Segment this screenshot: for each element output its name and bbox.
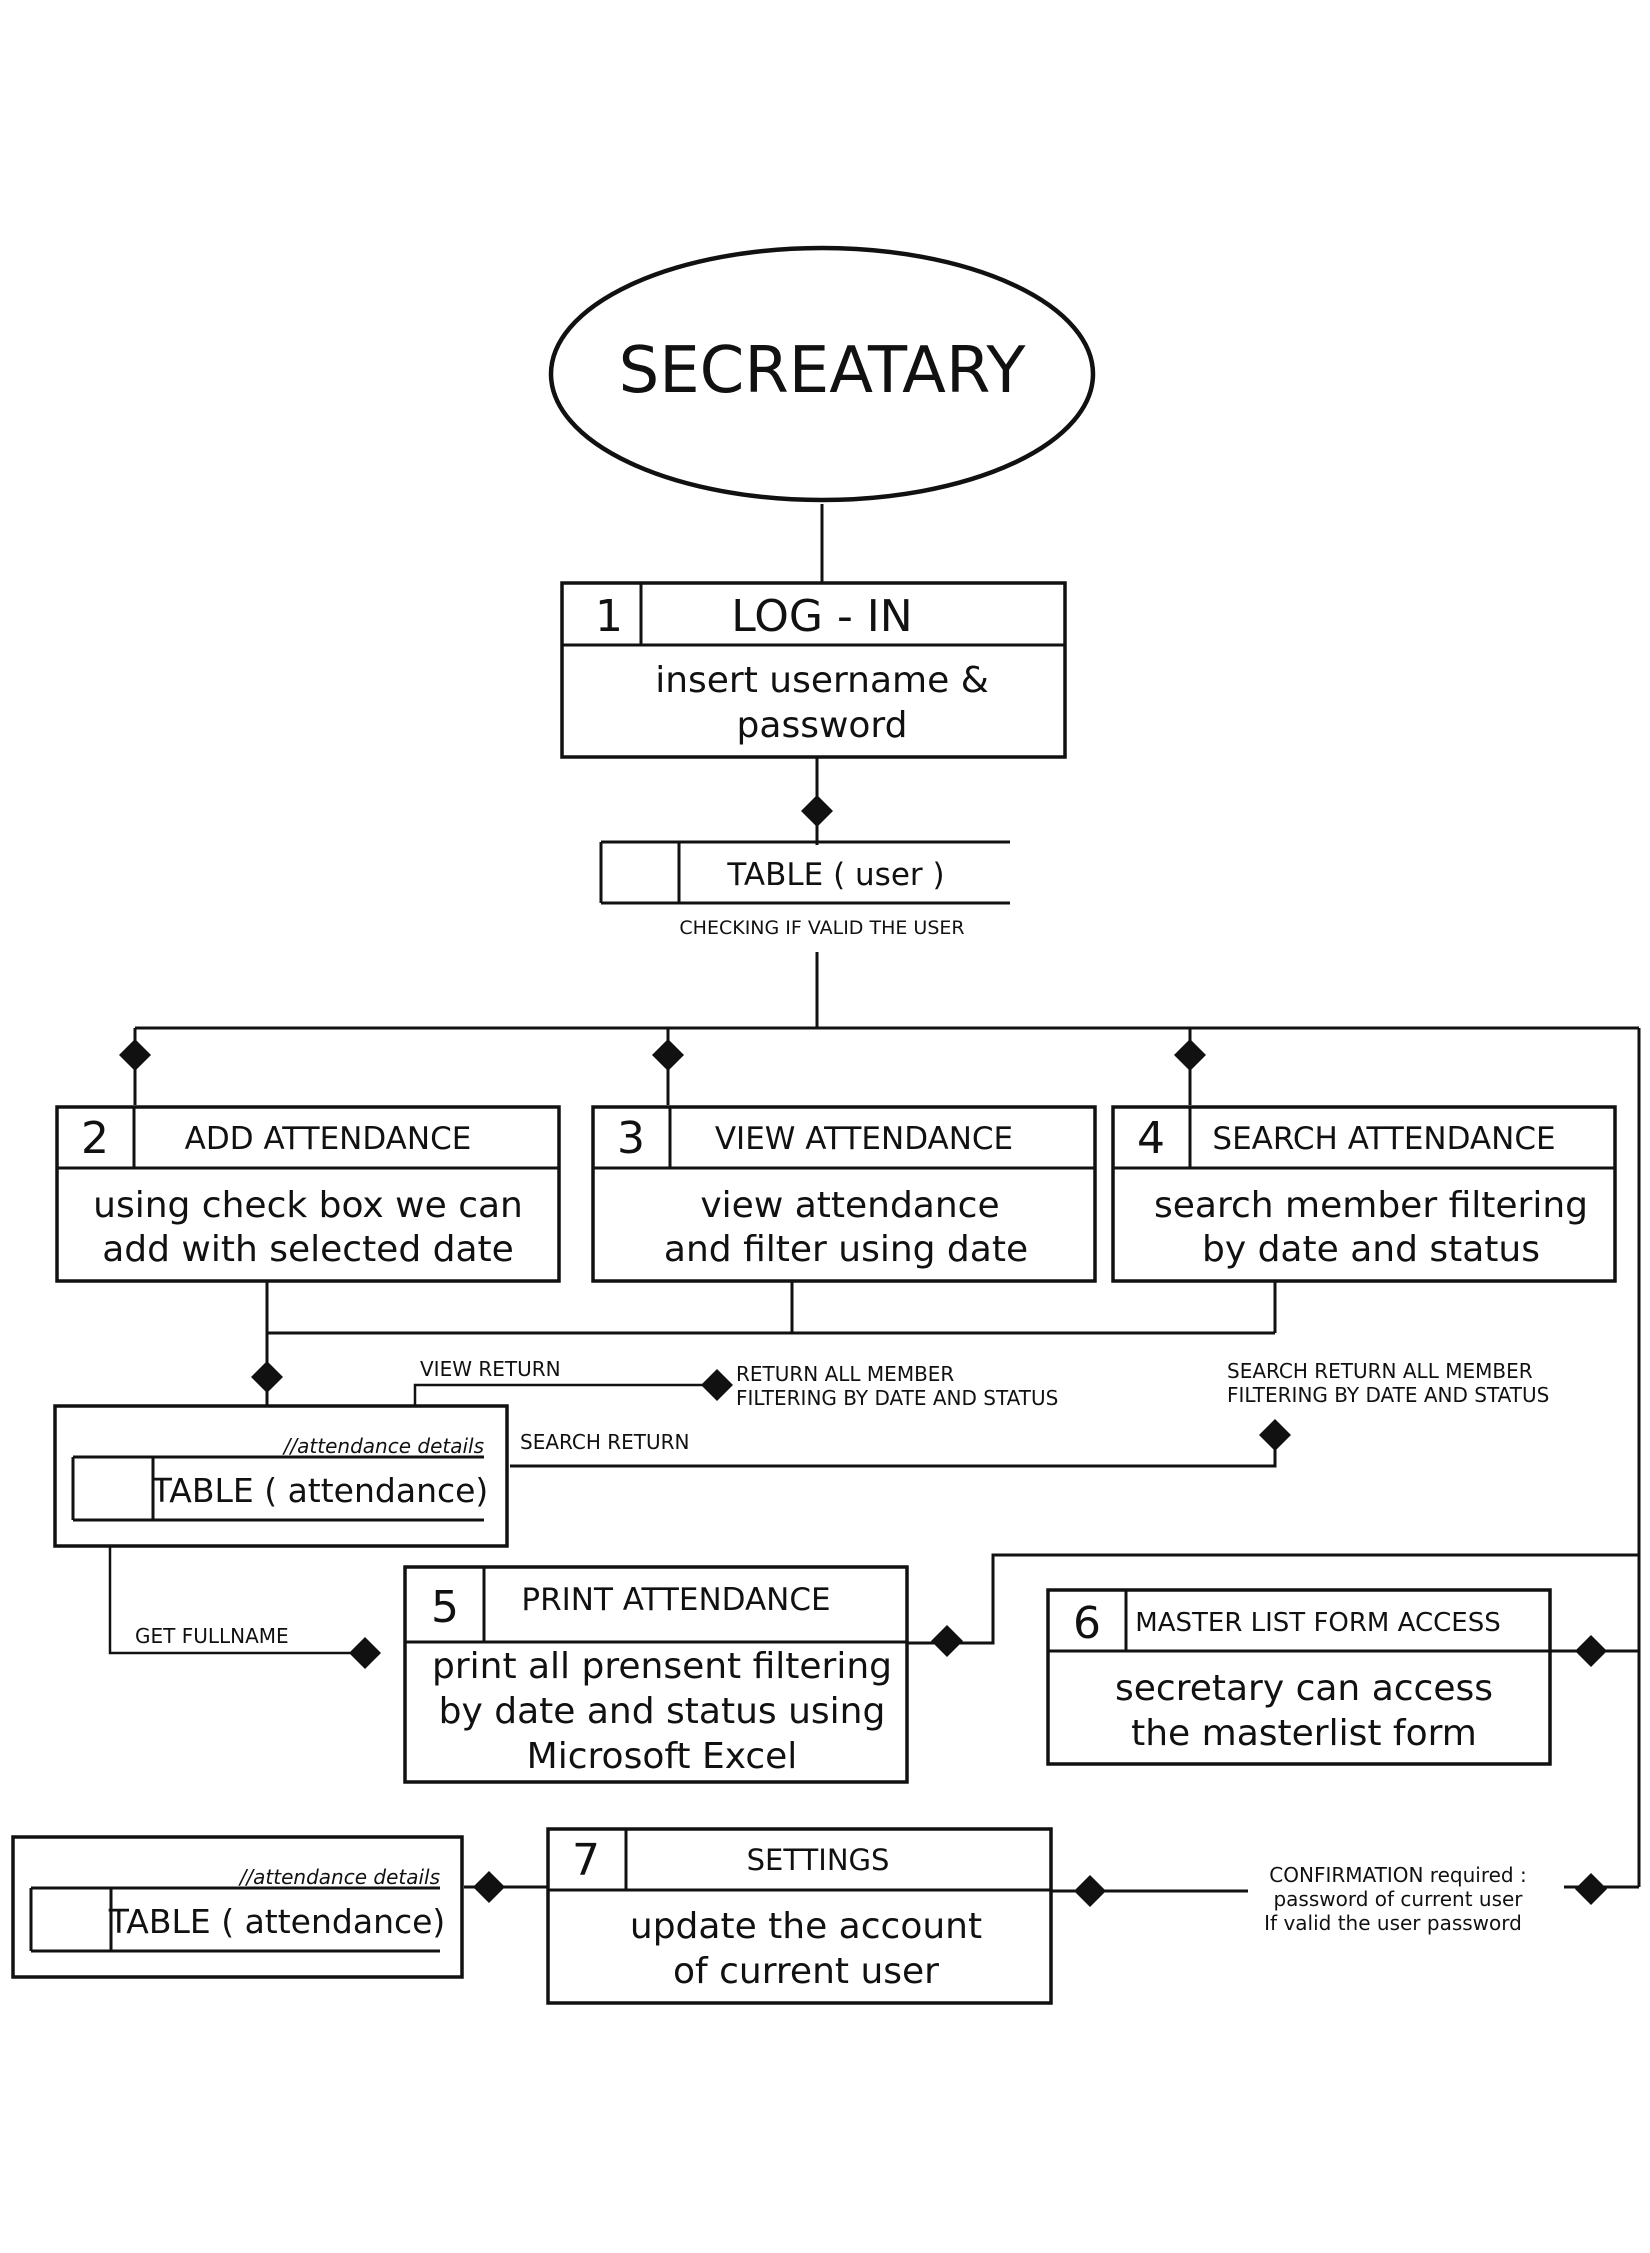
process-number: 1 (595, 591, 623, 642)
search-return-all-label: SEARCH RETURN ALL MEMBER (1227, 1359, 1533, 1383)
process-description: print all prensent filtering (432, 1646, 892, 1687)
flow-labels: VIEW RETURN RETURN ALL MEMBER FILTERING … (135, 1357, 1549, 1935)
diamond-marker (473, 1871, 505, 1903)
datastore-attendance-2: //attendance details TABLE ( attendance) (11, 1835, 464, 1979)
get-fullname-label: GET FULLNAME (135, 1624, 289, 1648)
process-description: search member filtering (1154, 1185, 1588, 1226)
process-description: Microsoft Excel (527, 1736, 798, 1777)
process-number: 7 (572, 1835, 600, 1886)
process-description: by date and status (1202, 1229, 1540, 1270)
return-all-label: FILTERING BY DATE AND STATUS (736, 1386, 1058, 1410)
process-title: MASTER LIST FORM ACCESS (1135, 1608, 1500, 1638)
diamond-marker (349, 1637, 381, 1669)
confirmation-label: password of current user (1273, 1887, 1523, 1911)
process-title: LOG - IN (731, 591, 912, 642)
process-4-search-attendance: 4 SEARCH ATTENDANCE search member filter… (1111, 1105, 1617, 1283)
diamond-marker (652, 1039, 684, 1071)
process-title: ADD ATTENDANCE (185, 1121, 472, 1157)
datastore-label: TABLE ( user ) (726, 857, 944, 893)
diamond-marker (119, 1039, 151, 1071)
process-3-view-attendance: 3 VIEW ATTENDANCE view attendance and fi… (591, 1105, 1097, 1283)
search-return-label: SEARCH RETURN (520, 1430, 690, 1454)
diamond-marker (1074, 1875, 1106, 1907)
process-description: the masterlist form (1131, 1713, 1477, 1754)
diamond-marker (1259, 1419, 1291, 1451)
process-7-settings: 7 SETTINGS update the account of current… (546, 1827, 1053, 2005)
start-terminator: SECREATARY (548, 245, 1096, 503)
datastore-note: //attendance details (282, 1434, 484, 1458)
diamond-marker (1575, 1635, 1607, 1667)
diamond-marker (931, 1625, 963, 1657)
process-6-master-list: 6 MASTER LIST FORM ACCESS secretary can … (1046, 1588, 1552, 1766)
process-title: VIEW ATTENDANCE (715, 1121, 1013, 1157)
diamond-marker (801, 795, 833, 827)
diamond-marker (1575, 1873, 1607, 1905)
process-description: add with selected date (102, 1229, 514, 1270)
process-number: 4 (1137, 1113, 1165, 1164)
process-title: PRINT ATTENDANCE (521, 1582, 830, 1618)
diamond-marker (701, 1369, 733, 1401)
process-number: 5 (431, 1582, 459, 1633)
process-description: of current user (673, 1951, 939, 1992)
datastore-caption: CHECKING IF VALID THE USER (679, 917, 964, 939)
datastore-label: TABLE ( attendance) (108, 1902, 446, 1941)
process-description: insert username & (655, 660, 989, 701)
process-5-print-attendance: 5 PRINT ATTENDANCE print all prensent fi… (403, 1565, 909, 1784)
process-description: view attendance (700, 1185, 999, 1226)
datastore-attendance-1: //attendance details TABLE ( attendance) (53, 1404, 509, 1548)
datastore-note: //attendance details (238, 1865, 440, 1889)
view-return-label: VIEW RETURN (420, 1357, 561, 1381)
connector-diamonds (119, 795, 1607, 1907)
process-description: update the account (630, 1906, 982, 1947)
process-number: 2 (81, 1113, 109, 1164)
diamond-marker (1174, 1039, 1206, 1071)
process-description: using check box we can (93, 1185, 523, 1226)
process-description: and filter using date (664, 1229, 1028, 1270)
start-label: SECREATARY (619, 334, 1027, 408)
confirmation-label: If valid the user password (1264, 1911, 1522, 1935)
return-all-label: RETURN ALL MEMBER (736, 1362, 954, 1386)
search-return-all-label: FILTERING BY DATE AND STATUS (1227, 1383, 1549, 1407)
process-2-add-attendance: 2 ADD ATTENDANCE using check box we can … (55, 1105, 561, 1283)
diamond-marker (251, 1361, 283, 1393)
process-title: SEARCH ATTENDANCE (1212, 1121, 1555, 1157)
datastore-label: TABLE ( attendance) (151, 1471, 489, 1510)
process-description: by date and status using (439, 1691, 886, 1732)
datastore-user: TABLE ( user ) CHECKING IF VALID THE USE… (599, 840, 1010, 939)
process-title: SETTINGS (747, 1843, 890, 1877)
process-description: secretary can access (1115, 1668, 1493, 1709)
confirmation-label: CONFIRMATION required : (1269, 1863, 1526, 1887)
process-description: password (737, 705, 908, 746)
process-number: 3 (617, 1113, 645, 1164)
process-number: 6 (1073, 1598, 1101, 1649)
process-1-login: 1 LOG - IN insert username & password (560, 581, 1067, 759)
